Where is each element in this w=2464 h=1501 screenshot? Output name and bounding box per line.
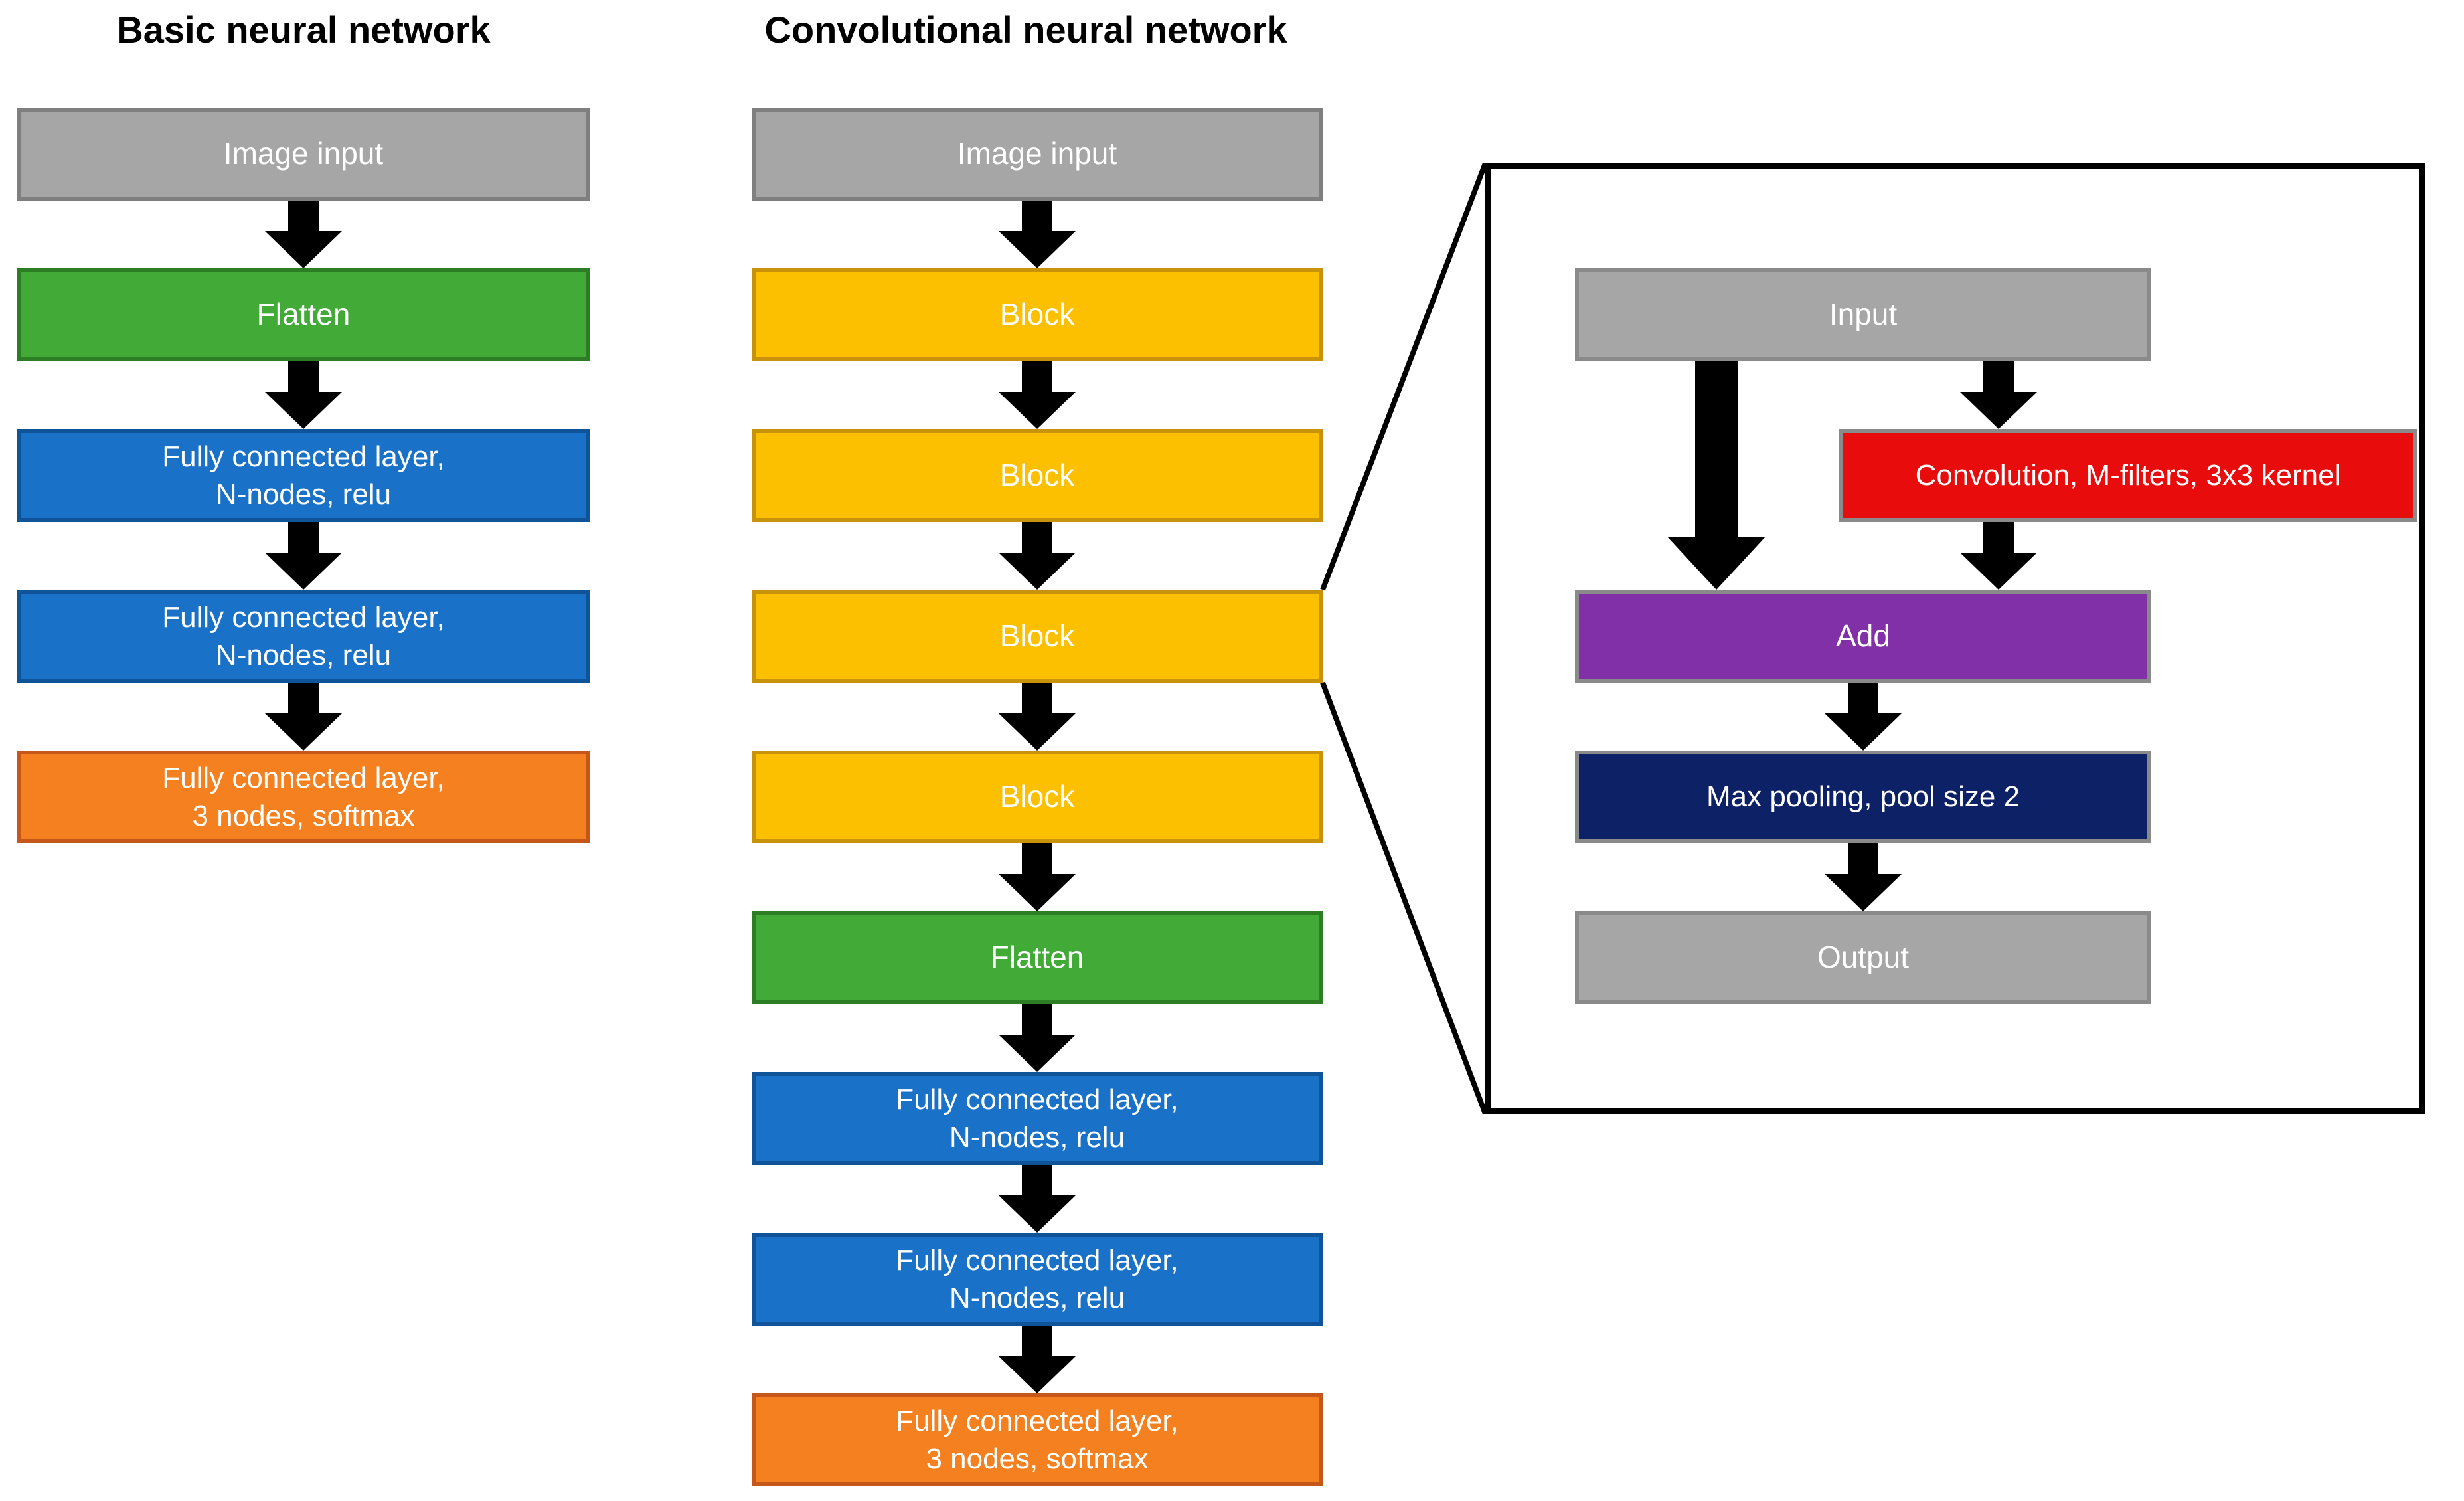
detail-arrow-5-head <box>1825 874 1902 913</box>
detail-convolution: Convolution, M-filters, 3x3 kernel <box>1839 429 2417 522</box>
flow-arrow-cnn-5-shaft <box>1022 843 1052 874</box>
flow-arrow-basic-2-shaft <box>288 361 319 392</box>
flow-arrow-cnn-7-head <box>999 1195 1076 1235</box>
detail-arrow-3-shaft <box>1983 522 2014 553</box>
detail-arrow-2-shaft <box>1983 361 2014 392</box>
flow-arrow-cnn-4-head <box>999 713 1076 752</box>
detail-arrow-3-head <box>1960 553 2037 592</box>
cnn-network-title: Convolutional neural network <box>764 9 1287 50</box>
block-detail-panel <box>1485 163 2425 1114</box>
flow-arrow-basic-3-head <box>265 553 342 592</box>
flow-arrow-cnn-8-head <box>999 1356 1076 1395</box>
detail-arrow-5-shaft <box>1848 843 1878 874</box>
basic-fc-softmax: Fully connected layer, 3 nodes, softmax <box>17 750 590 843</box>
flow-arrow-cnn-2-shaft <box>1022 361 1052 392</box>
flow-arrow-cnn-2-head <box>999 392 1076 431</box>
flow-arrow-cnn-7-shaft <box>1022 1165 1052 1195</box>
detail-arrow-4-head <box>1825 713 1902 752</box>
flow-arrow-basic-3-shaft <box>288 522 319 553</box>
detail-arrow-1-head <box>1667 537 1766 592</box>
flow-arrow-basic-4-shaft <box>288 683 319 713</box>
detail-arrow-1-shaft <box>1695 361 1738 537</box>
flow-arrow-cnn-3-head <box>999 553 1076 592</box>
flow-arrow-cnn-1-shaft <box>1022 201 1052 231</box>
flow-arrow-basic-2-head <box>265 392 342 431</box>
detail-max-pooling: Max pooling, pool size 2 <box>1575 750 2151 843</box>
basic-flatten: Flatten <box>17 268 590 361</box>
flow-arrow-cnn-8-shaft <box>1022 1326 1052 1356</box>
cnn-fc-softmax: Fully connected layer, 3 nodes, softmax <box>752 1393 1323 1486</box>
flow-arrow-basic-1-shaft <box>288 201 319 231</box>
flow-arrow-basic-4-head <box>265 713 342 752</box>
cnn-block-2: Block <box>752 429 1323 522</box>
basic-image-input: Image input <box>17 108 590 201</box>
basic-fc-relu-1: Fully connected layer, N-nodes, relu <box>17 429 590 522</box>
flow-arrow-cnn-5-head <box>999 874 1076 913</box>
flow-arrow-cnn-4-shaft <box>1022 683 1052 713</box>
cnn-fc-relu-2: Fully connected layer, N-nodes, relu <box>752 1233 1323 1326</box>
detail-arrow-2-head <box>1960 392 2037 431</box>
cnn-block-4: Block <box>752 750 1323 843</box>
detail-arrow-4-shaft <box>1848 683 1878 713</box>
detail-output: Output <box>1575 911 2151 1004</box>
flow-arrow-basic-1-head <box>265 231 342 270</box>
flow-arrow-cnn-1-head <box>999 231 1076 270</box>
flow-arrow-cnn-6-shaft <box>1022 1004 1052 1035</box>
flow-arrow-cnn-6-head <box>999 1035 1076 1074</box>
zoom-line-bottom <box>1320 681 1488 1115</box>
cnn-fc-relu-1: Fully connected layer, N-nodes, relu <box>752 1072 1323 1165</box>
detail-add: Add <box>1575 590 2151 683</box>
flow-arrow-cnn-3-shaft <box>1022 522 1052 553</box>
cnn-block-1: Block <box>752 268 1323 361</box>
cnn-image-input: Image input <box>752 108 1323 201</box>
detail-input: Input <box>1575 268 2151 361</box>
basic-fc-relu-2: Fully connected layer, N-nodes, relu <box>17 590 590 683</box>
cnn-flatten: Flatten <box>752 911 1323 1004</box>
basic-network-title: Basic neural network <box>116 9 491 50</box>
cnn-block-3: Block <box>752 590 1323 683</box>
zoom-line-top <box>1320 162 1488 591</box>
